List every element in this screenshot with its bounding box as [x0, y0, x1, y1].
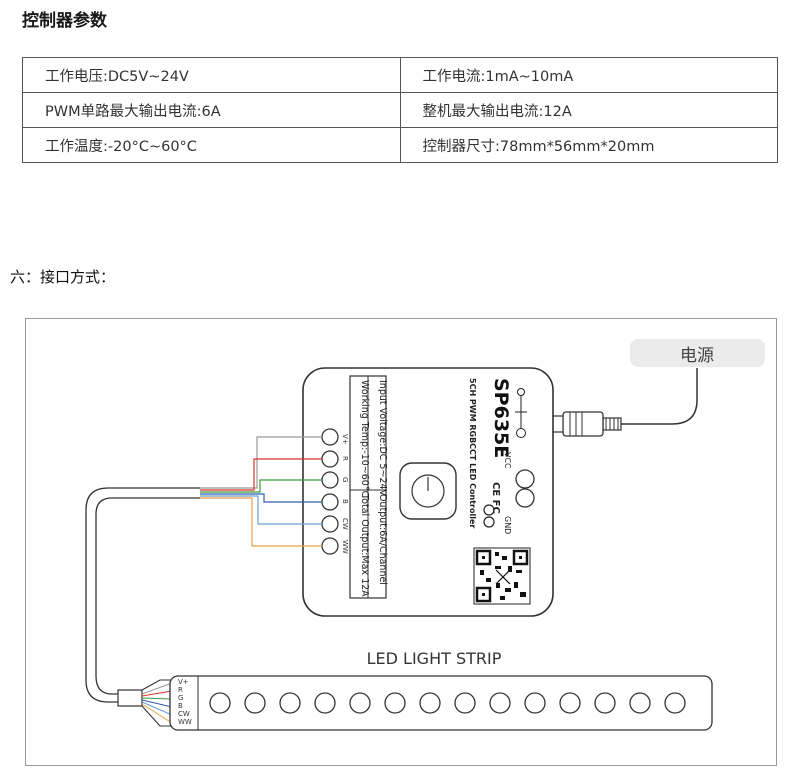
terminal-g — [321, 471, 339, 489]
terminal-label: WW — [341, 540, 349, 554]
led-bead — [384, 692, 406, 714]
table-cell: PWM单路最大输出电流:6A — [22, 92, 401, 128]
led-bead — [279, 692, 301, 714]
colored-wires — [200, 436, 322, 547]
led-bead — [314, 692, 336, 714]
gnd-terminal — [515, 488, 535, 508]
strip-pin-label: B — [178, 702, 183, 710]
led-bead — [244, 692, 266, 714]
led-bead — [559, 692, 581, 714]
power-supply-label: 电源 — [680, 346, 714, 366]
terminal-ww — [321, 537, 339, 555]
strip-pin-label: G — [178, 694, 183, 702]
table-cell: 工作电压:DC5V~24V — [22, 57, 401, 93]
power-icon — [411, 474, 445, 508]
model-name: SP635E — [490, 378, 512, 458]
led-bead — [594, 692, 616, 714]
strip-connector — [117, 679, 173, 727]
terminal-label: G — [341, 477, 349, 482]
spec-total-output: Total Output:Max 12A — [359, 493, 370, 597]
led-bead — [664, 692, 686, 714]
terminal-label: R — [341, 456, 349, 461]
model-subtitle: 5CH PWM RGBCCT LED Controller — [468, 378, 477, 528]
interface-section-title: 六：接口方式： — [10, 268, 116, 286]
power-supply-box — [630, 339, 765, 367]
led-bead — [419, 692, 441, 714]
terminal-label: B — [341, 499, 349, 504]
table-cell: 整机最大输出电流:12A — [399, 92, 778, 128]
qr-code — [473, 547, 531, 605]
certification-marks: CE FC — [490, 482, 501, 514]
params-table: 工作电压:DC5V~24V 工作电流:1mA~10mA PWM单路最大输出电流:… — [22, 57, 778, 163]
led-bead — [524, 692, 546, 714]
vcc-terminal — [515, 469, 535, 489]
gnd-label: GND — [503, 516, 512, 534]
wiring-diagram-frame — [25, 318, 777, 766]
led-strip — [169, 675, 713, 731]
spec-output: Output:6A/Channel — [377, 494, 388, 585]
terminal-label: V+ — [341, 434, 349, 445]
dc-plug — [551, 411, 622, 437]
strip-pin-label: CW — [178, 710, 190, 718]
vcc-label: VCC — [503, 452, 512, 469]
led-bead — [209, 692, 231, 714]
table-row: 工作温度:-20°C~60°C 控制器尺寸:78mm*56mm*20mm — [22, 127, 778, 163]
strip-pin-label: WW — [178, 718, 192, 726]
terminal-v-plus — [321, 428, 339, 446]
rohs-icon — [483, 504, 495, 516]
led-beads — [209, 692, 686, 714]
spec-input-voltage: Input Voltage:DC 5~24V — [377, 380, 388, 497]
table-cell: 工作温度:-20°C~60°C — [22, 127, 401, 163]
table-row: PWM单路最大输出电流:6A 整机最大输出电流:12A — [22, 92, 778, 128]
terminal-label: CW — [341, 518, 349, 530]
table-row: 工作电压:DC5V~24V 工作电流:1mA~10mA — [22, 57, 778, 93]
table-cell: 工作电流:1mA~10mA — [399, 57, 778, 93]
led-strip-label: LED LIGHT STRIP — [367, 649, 502, 668]
terminal-r — [321, 450, 339, 468]
terminal-cw — [321, 515, 339, 533]
led-bead — [629, 692, 651, 714]
led-bead — [489, 692, 511, 714]
recycle-icon — [483, 516, 495, 528]
table-cell: 控制器尺寸:78mm*56mm*20mm — [399, 127, 778, 163]
dc-jack-symbol — [515, 388, 527, 438]
spec-working-temp: Working Temp:-10~60°C — [359, 380, 370, 498]
terminal-b — [321, 493, 339, 511]
strip-cable — [85, 487, 200, 703]
strip-pin-labels: V+ R G B CW WW — [178, 678, 192, 726]
led-bead — [349, 692, 371, 714]
power-cable — [620, 368, 698, 425]
strip-pin-label: V+ — [178, 678, 189, 686]
strip-pin-label: R — [178, 686, 183, 694]
section-title: 控制器参数 — [22, 11, 107, 31]
led-bead — [454, 692, 476, 714]
